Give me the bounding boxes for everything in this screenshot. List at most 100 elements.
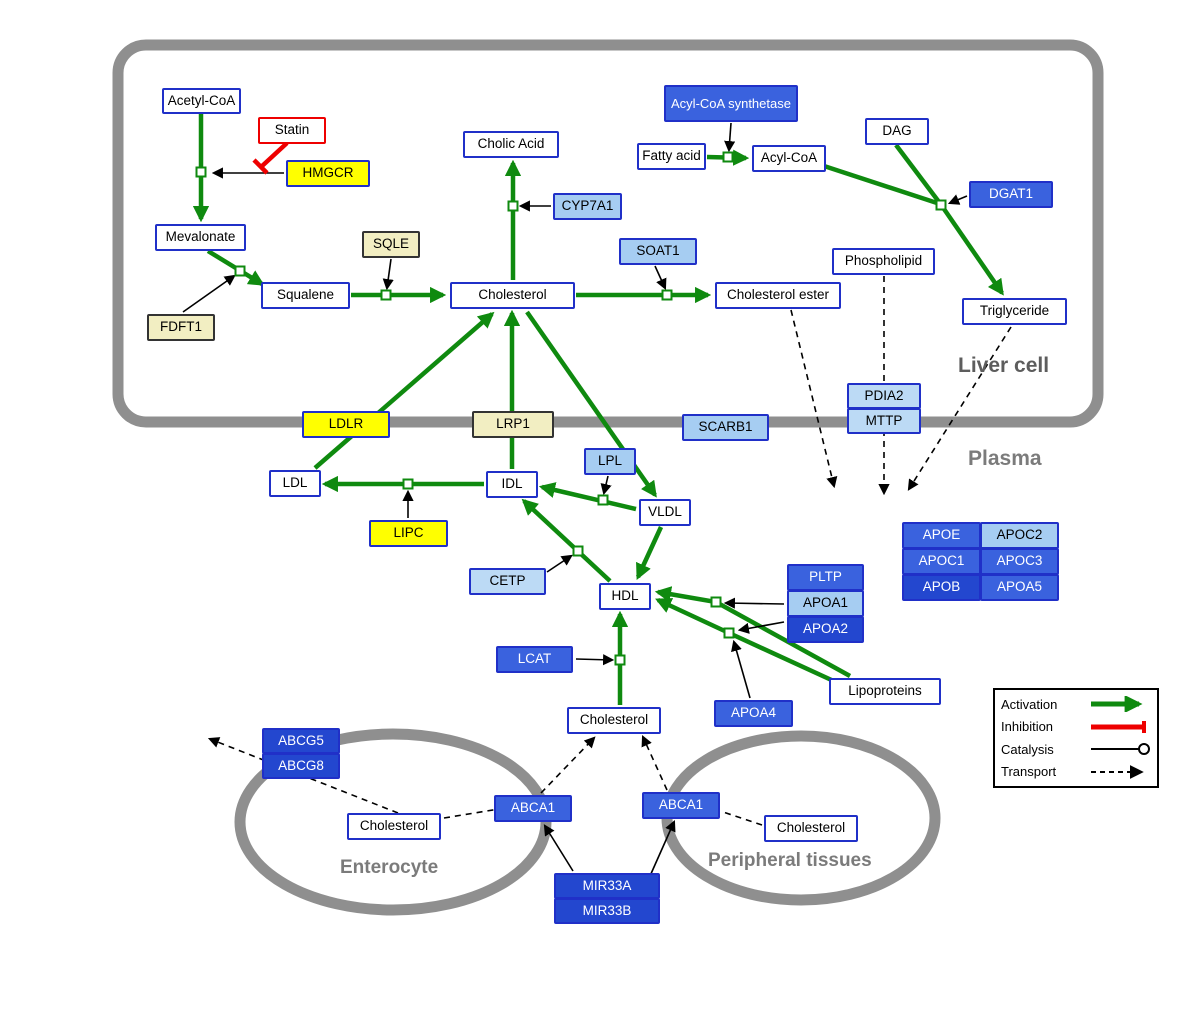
legend-catalysis-label: Catalysis <box>1001 741 1054 757</box>
catalysis-apoa-stack-2 <box>737 621 785 634</box>
catalysis-sqle <box>382 258 394 291</box>
node-dag[interactable]: DAG <box>865 118 929 145</box>
catalysis-soat1 <box>654 265 667 291</box>
legend-row-inhibition: Inhibition <box>1001 717 1151 737</box>
edge-hdl-idl-cetp <box>521 498 612 583</box>
node-cholesterol-plasma[interactable]: Cholesterol <box>567 707 661 734</box>
node-cyp7a1[interactable]: CYP7A1 <box>553 193 622 220</box>
node-lrp1[interactable]: LRP1 <box>472 411 554 438</box>
node-scarb1[interactable]: SCARB1 <box>682 414 769 441</box>
node-apoc1[interactable]: APOC1 <box>902 548 981 575</box>
inhibition-tbar-icon <box>1091 720 1146 733</box>
node-abca1-enterocyte[interactable]: ABCA1 <box>494 795 572 822</box>
node-ldlr[interactable]: LDLR <box>302 411 390 438</box>
plasma-label: Plasma <box>968 447 1042 470</box>
node-mttp[interactable]: MTTP <box>847 408 921 434</box>
edge-ldl-ldlr-cholesterol <box>313 311 495 470</box>
node-squalene[interactable]: Squalene <box>261 282 350 309</box>
node-soat1[interactable]: SOAT1 <box>619 238 697 265</box>
transport-triglyceride-plasma <box>907 326 1012 491</box>
node-apoe[interactable]: APOE <box>902 522 981 549</box>
enterocyte-outline <box>234 728 552 916</box>
node-apob[interactable]: APOB <box>902 574 981 601</box>
node-lipoproteins[interactable]: Lipoproteins <box>829 678 941 705</box>
node-dgat1[interactable]: DGAT1 <box>969 181 1053 208</box>
node-apoc2[interactable]: APOC2 <box>980 522 1059 549</box>
node-pltp[interactable]: PLTP <box>787 564 864 591</box>
edge-acylcoa-dgat-node <box>823 163 938 206</box>
edge-vldl-idl <box>538 482 637 512</box>
regulation-mir33-abca1-left <box>543 824 574 872</box>
node-vldl[interactable]: VLDL <box>639 499 691 526</box>
transport-cholesterolester-plasma <box>790 309 838 489</box>
node-lipc[interactable]: LIPC <box>369 520 448 547</box>
catalysis-fdft1 <box>182 274 236 313</box>
node-abca1-peripheral[interactable]: ABCA1 <box>642 792 720 819</box>
inhibition-edge <box>252 141 289 175</box>
legend-transport-label: Transport <box>1001 764 1057 780</box>
transport-abca1-right-plasma <box>641 734 668 791</box>
legend-row-activation: Activation <box>1001 694 1151 714</box>
node-acyl-coa-synthetase[interactable]: Acyl-CoA synthetase <box>664 85 798 122</box>
node-abcg8[interactable]: ABCG8 <box>262 753 340 779</box>
node-abcg5[interactable]: ABCG5 <box>262 728 340 754</box>
node-idl[interactable]: IDL <box>486 471 538 498</box>
node-acyl-coa[interactable]: Acyl-CoA <box>752 145 826 172</box>
node-apoa5[interactable]: APOA5 <box>980 574 1059 601</box>
node-cetp[interactable]: CETP <box>469 568 546 595</box>
node-apoa2[interactable]: APOA2 <box>787 616 864 643</box>
node-pdia2[interactable]: PDIA2 <box>847 383 921 409</box>
node-apoa4[interactable]: APOA4 <box>714 700 793 727</box>
node-mir33a[interactable]: MIR33A <box>554 873 660 899</box>
transport-cholesterol-abca1-right-a <box>722 811 763 826</box>
catalysis-apoa-stack-1 <box>723 597 785 609</box>
regulation-mir33-abca1-right <box>649 819 676 877</box>
node-acetyl-coa[interactable]: Acetyl-CoA <box>162 88 241 114</box>
node-apoc3[interactable]: APOC3 <box>980 548 1059 575</box>
liver-cell-label: Liver cell <box>958 354 1050 377</box>
node-cholesterol-enterocyte[interactable]: Cholesterol <box>347 813 441 840</box>
catalysis-acylcoa-synthetase <box>724 122 736 153</box>
node-apoa1[interactable]: APOA1 <box>787 590 864 617</box>
catalysis-cetp <box>546 554 573 573</box>
legend: Activation Inhibition Catalysis Transpor… <box>993 688 1159 788</box>
node-phospholipid[interactable]: Phospholipid <box>832 248 935 275</box>
node-sqle[interactable]: SQLE <box>362 231 420 258</box>
transport-abca1-left-plasma <box>540 736 596 794</box>
liver-cell-outline <box>112 39 1104 428</box>
catalysis-lcat <box>575 654 615 666</box>
transport-cholesterol-abca1-left-a <box>443 808 500 819</box>
node-lcat[interactable]: LCAT <box>496 646 573 673</box>
node-triglyceride[interactable]: Triglyceride <box>962 298 1067 325</box>
reaction-nodes <box>195 151 947 666</box>
catalysis-edges <box>182 122 968 877</box>
legend-row-transport: Transport <box>1001 762 1151 782</box>
catalysis-circle-icon <box>1091 743 1150 756</box>
node-statin[interactable]: Statin <box>258 117 326 144</box>
transport-dashed-arrow-icon <box>1091 764 1144 779</box>
node-lpl[interactable]: LPL <box>584 448 636 475</box>
enterocyte-label: Enterocyte <box>340 857 439 878</box>
node-hmgcr[interactable]: HMGCR <box>286 160 370 187</box>
node-cholesterol-peripheral[interactable]: Cholesterol <box>764 815 858 842</box>
inhibition-statin-tbar <box>252 158 269 175</box>
catalysis-apoa4 <box>731 639 751 699</box>
catalysis-dgat1 <box>947 194 968 205</box>
node-mevalonate[interactable]: Mevalonate <box>155 224 246 251</box>
node-cholesterol-ester[interactable]: Cholesterol ester <box>715 282 841 309</box>
node-cholesterol-liver[interactable]: Cholesterol <box>450 282 575 309</box>
peripheral-tissues-label: Peripheral tissues <box>708 850 872 871</box>
compartment-outlines <box>112 39 1104 916</box>
node-fdft1[interactable]: FDFT1 <box>147 314 215 341</box>
edge-dgatnode-triglyceride <box>942 207 1004 296</box>
inhibition-statin-line <box>259 141 289 169</box>
node-ldl[interactable]: LDL <box>269 470 321 497</box>
node-fatty-acid[interactable]: Fatty acid <box>637 143 706 170</box>
node-mir33b[interactable]: MIR33B <box>554 898 660 924</box>
node-hdl[interactable]: HDL <box>599 583 651 610</box>
node-cholic-acid[interactable]: Cholic Acid <box>463 131 559 158</box>
legend-inhibition-label: Inhibition <box>1001 719 1054 735</box>
legend-row-catalysis: Catalysis <box>1001 739 1151 759</box>
